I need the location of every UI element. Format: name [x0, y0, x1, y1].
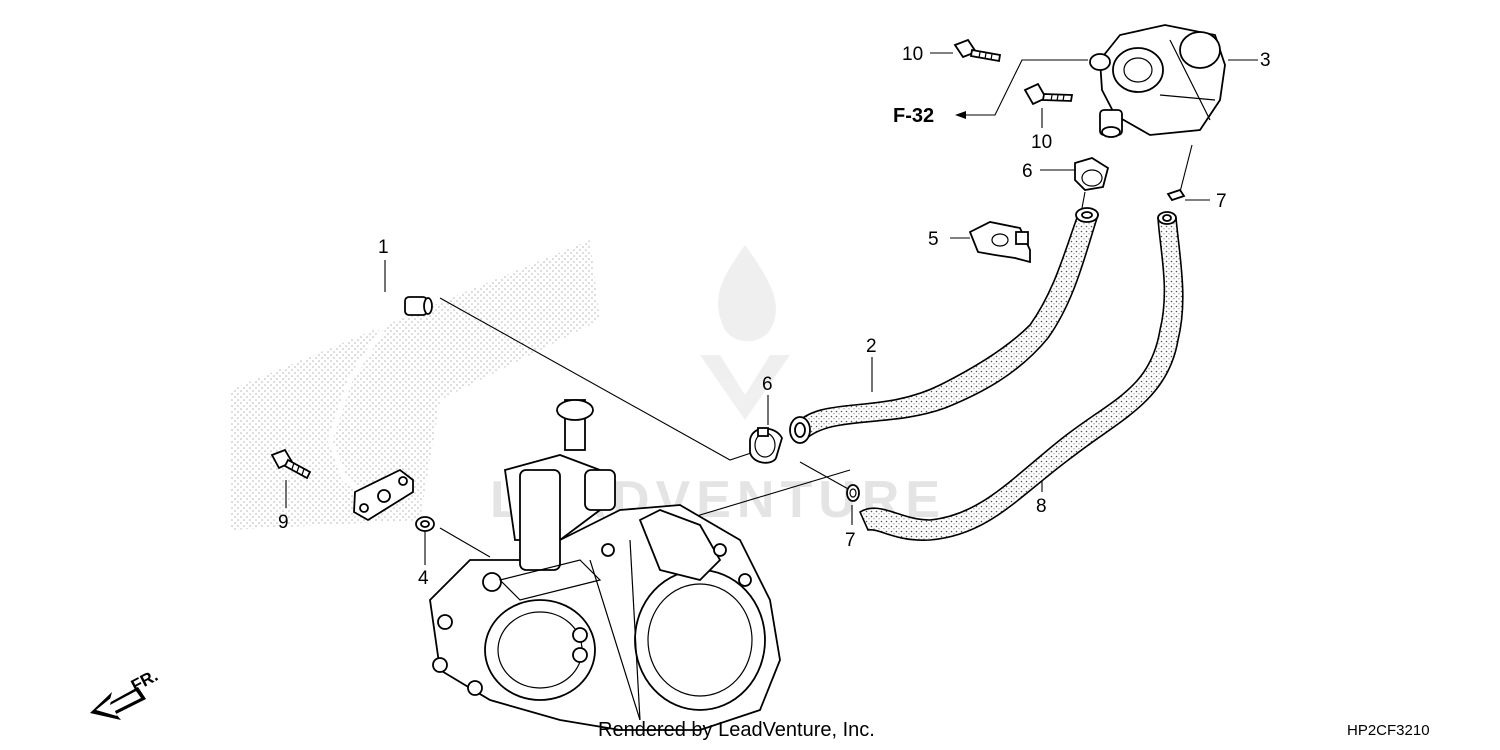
front-direction-arrow-icon: [90, 687, 146, 720]
callout-6-upper: 6: [1022, 161, 1033, 182]
part-9-bolt: [270, 448, 312, 480]
part-3-valve: [1089, 24, 1226, 138]
callout-2: 2: [866, 336, 877, 357]
callout-3: 3: [1260, 50, 1271, 71]
part-1-pipe: [327, 296, 433, 522]
part-4-gasket: [415, 516, 435, 532]
part-7-clip-upper: [1166, 188, 1186, 202]
part-10-bolt-upper: [953, 38, 1002, 63]
engine-assembly: [429, 399, 781, 731]
callout-7-lower: 7: [845, 530, 856, 551]
callout-10-upper: 10: [902, 44, 923, 65]
callout-5: 5: [928, 229, 939, 250]
leader-lines: [285, 52, 1258, 565]
callout-8: 8: [1036, 496, 1047, 517]
part-6-clamp-lower: [749, 427, 783, 464]
callout-10-lower: 10: [1031, 132, 1052, 153]
callout-4: 4: [418, 568, 429, 589]
callout-7-upper: 7: [1216, 191, 1227, 212]
frame-stipple: [230, 240, 600, 530]
reference-label: F-32: [893, 105, 934, 127]
part-7-clip-lower: [846, 484, 860, 502]
part-10-bolt-lower: [1023, 82, 1074, 106]
credit-text: Rendered by LeadVenture, Inc.: [598, 719, 875, 741]
part-5-bracket: [968, 221, 1031, 264]
diagram-code: HP2CF3210: [1347, 722, 1430, 739]
callout-9: 9: [278, 512, 289, 533]
callout-6-lower: 6: [762, 374, 773, 395]
callout-1: 1: [378, 237, 389, 258]
watermark-logo: [700, 245, 790, 420]
part-8-hose: [858, 211, 1184, 541]
part-2-hose: [789, 207, 1100, 444]
part-6-clamp-upper: [1074, 157, 1110, 191]
